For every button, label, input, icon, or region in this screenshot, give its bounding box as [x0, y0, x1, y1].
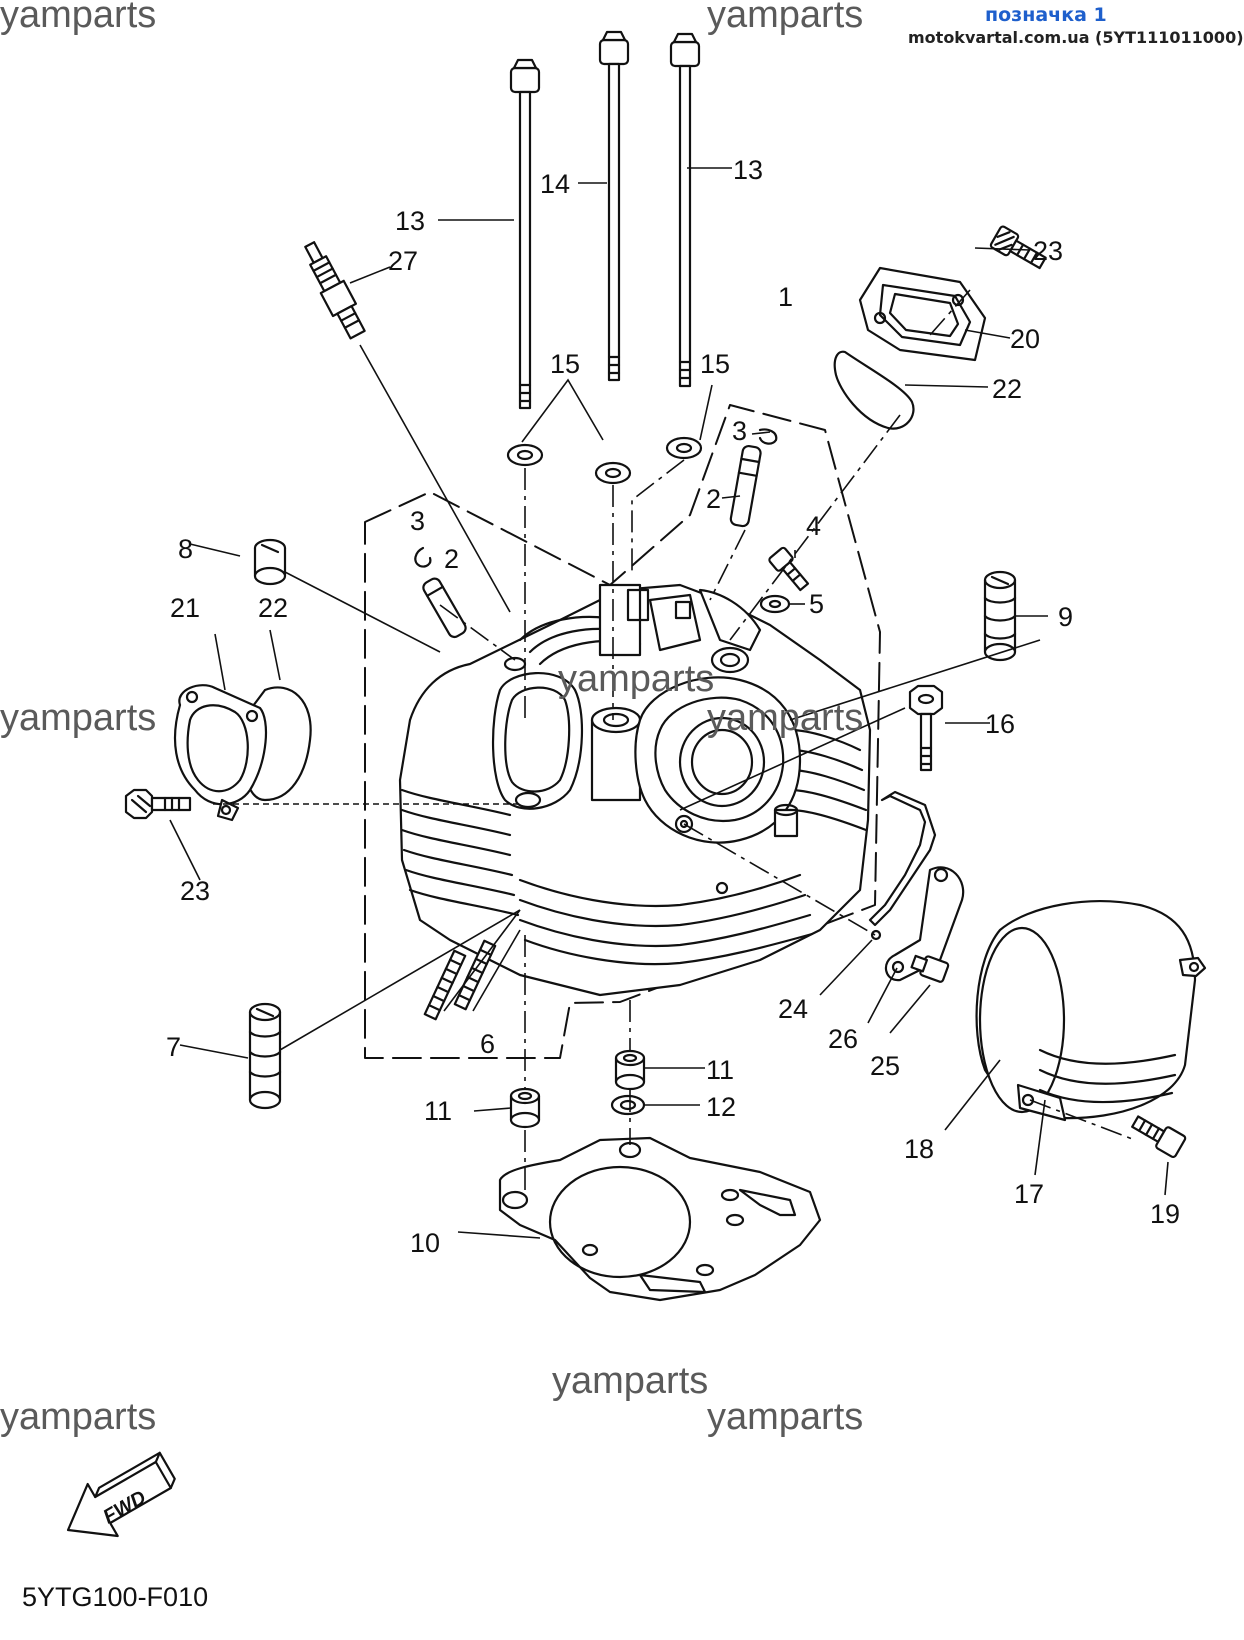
callout-22-left: 22	[258, 593, 288, 623]
dowel-pin-right	[614, 1049, 646, 1091]
callout-12: 12	[706, 1092, 736, 1122]
cylinder-head-bolt-long-left	[509, 58, 541, 410]
intake-gasket	[833, 350, 915, 430]
watermark: yamparts	[707, 697, 864, 739]
callout-11-left: 11	[424, 1096, 452, 1126]
washer-15-left	[506, 443, 544, 467]
o-ring-12	[610, 1094, 646, 1116]
watermark: yamparts	[558, 658, 715, 700]
callout-8: 8	[178, 534, 193, 564]
callout-27: 27	[388, 246, 418, 276]
callout-15-right: 15	[700, 349, 730, 379]
callout-15-left: 15	[550, 349, 580, 379]
callout-13-right: 13	[733, 155, 763, 185]
small-bolt-4	[768, 546, 810, 592]
tappet-cap-9	[983, 570, 1017, 662]
callout-18: 18	[904, 1134, 934, 1164]
bolt-25	[910, 954, 950, 983]
cover-gasket-wire	[868, 790, 937, 927]
stud-6-right	[453, 939, 497, 1011]
callout-4: 4	[806, 511, 821, 541]
callout-17: 17	[1014, 1179, 1044, 1209]
callout-2-right: 2	[706, 484, 721, 514]
header-site: motokvartal.com.ua (5YT111011000)	[908, 28, 1244, 47]
header-title: позначка 1	[985, 4, 1107, 26]
dowel-pin-left	[509, 1087, 541, 1129]
callout-1: 1	[778, 282, 793, 312]
circlip-right	[758, 428, 778, 445]
callout-6: 6	[480, 1029, 495, 1059]
circlip-left	[414, 546, 432, 568]
callout-10: 10	[410, 1228, 440, 1258]
side-cover-bolt	[124, 788, 192, 820]
cylinder-head-bolt-center	[598, 30, 630, 382]
exhaust-side-cover	[975, 900, 1207, 1122]
callout-5: 5	[809, 589, 824, 619]
callout-20: 20	[1010, 324, 1040, 354]
washer-15-middle	[594, 461, 632, 485]
callout-labels: 13 14 13 27 23 1 20 22 15 15 3 2 3 2 4 5…	[166, 155, 1180, 1258]
head-gasket	[498, 1136, 822, 1302]
cylinder-head-bolt-long-right	[669, 32, 701, 388]
callout-3-right: 3	[732, 416, 747, 446]
valve-guide-right	[729, 444, 762, 528]
watermark: yamparts	[0, 0, 157, 36]
callout-3-left: 3	[410, 506, 425, 536]
bolt-19	[1131, 1115, 1187, 1159]
callout-21: 21	[170, 593, 200, 623]
callout-14: 14	[540, 169, 570, 199]
callout-7: 7	[166, 1032, 181, 1062]
watermark: yamparts	[707, 0, 864, 36]
tappet-cap-7	[248, 1002, 282, 1110]
callout-22-top: 22	[992, 374, 1022, 404]
washer-15-right	[665, 436, 703, 460]
watermark: yamparts	[0, 1396, 157, 1438]
callout-23-top: 23	[1033, 236, 1063, 266]
side-cover	[173, 684, 268, 822]
callout-24: 24	[778, 994, 808, 1024]
watermark: yamparts	[0, 697, 157, 739]
cylinder-head	[398, 583, 872, 997]
spark-plug	[304, 241, 366, 340]
callout-25: 25	[870, 1051, 900, 1081]
tappet-cap-8	[253, 538, 287, 586]
watermark: yamparts	[552, 1360, 709, 1402]
callout-26: 26	[828, 1024, 858, 1054]
stud-6-left	[423, 949, 467, 1021]
callout-23-left: 23	[180, 876, 210, 906]
callout-13-left: 13	[395, 206, 425, 236]
callout-16: 16	[985, 709, 1015, 739]
bolt-16	[908, 684, 944, 772]
callout-11-right: 11	[706, 1055, 734, 1085]
intake-manifold	[858, 266, 987, 362]
callout-19: 19	[1150, 1199, 1180, 1229]
callout-2-left: 2	[444, 544, 459, 574]
callout-9: 9	[1058, 602, 1073, 632]
fwd-arrow	[66, 1451, 176, 1538]
washer-5	[759, 594, 791, 614]
diagram-code: 5YTG100-F010	[22, 1582, 209, 1612]
watermark: yamparts	[707, 1396, 864, 1438]
